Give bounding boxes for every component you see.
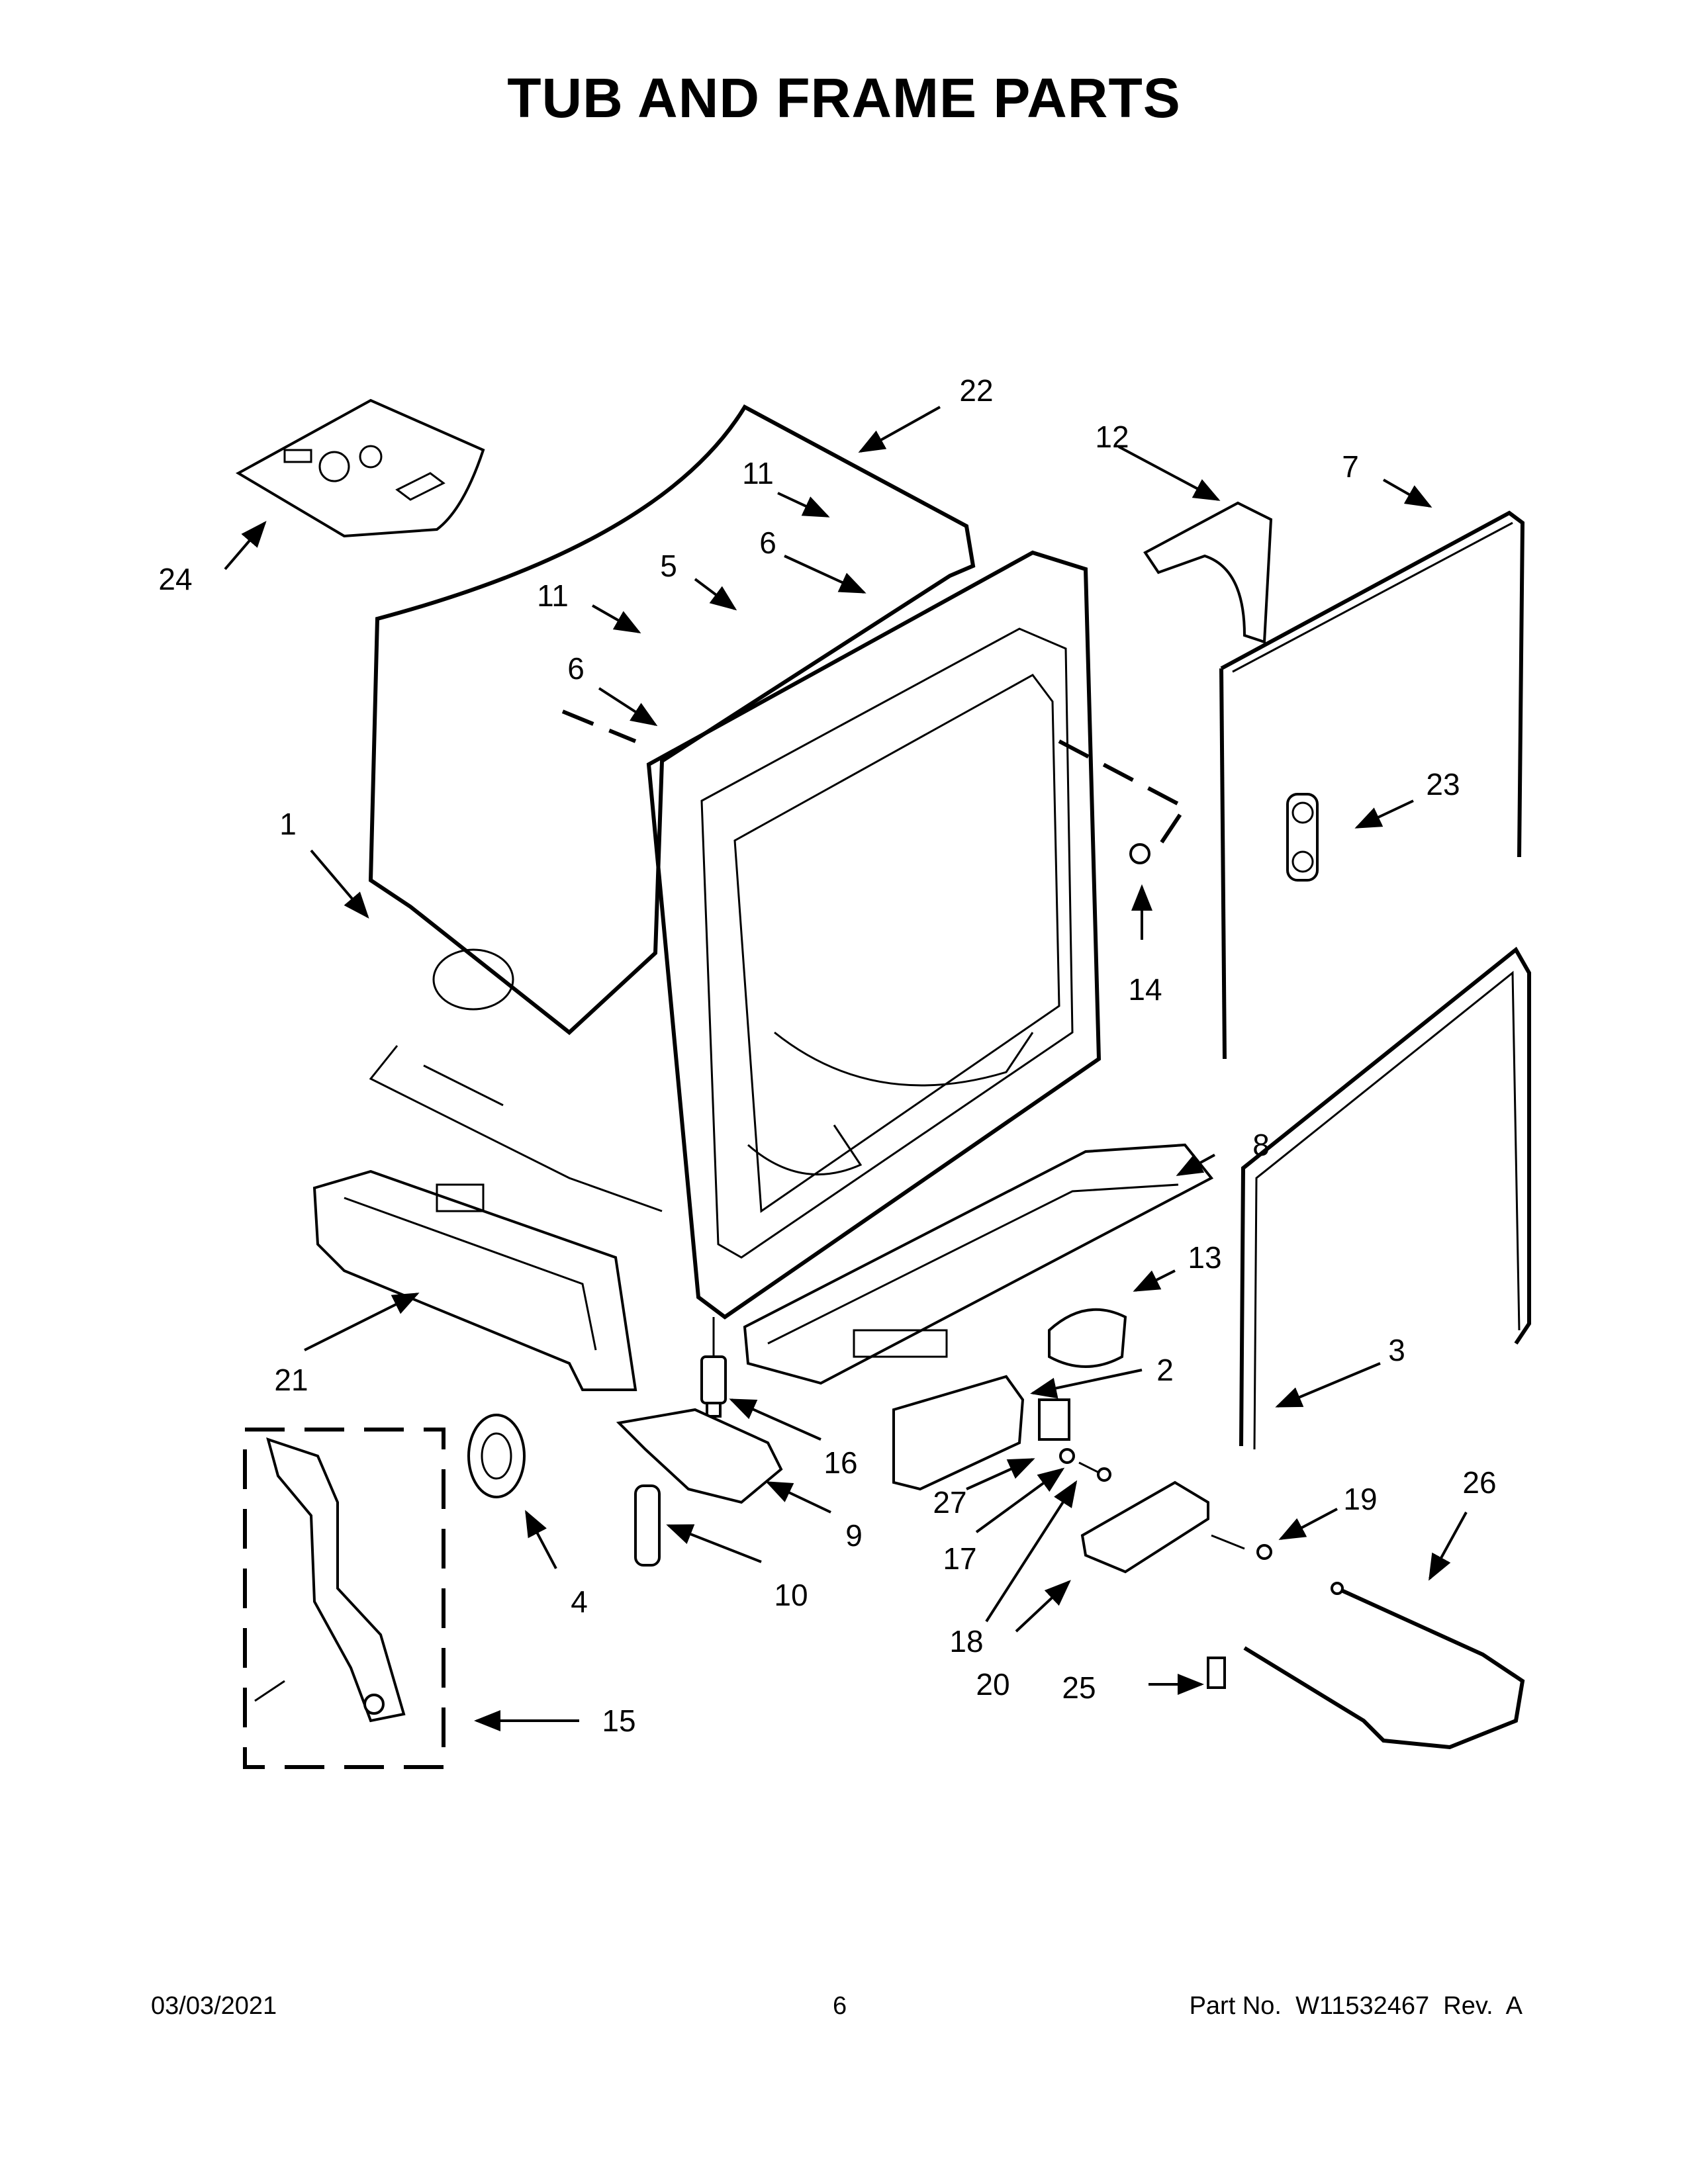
assembly-box-15 <box>243 1428 445 1769</box>
screw-19 <box>1256 1544 1272 1560</box>
base-8 <box>743 1143 1214 1385</box>
callout-3: 3 <box>1388 1333 1405 1367</box>
footer-date: 03/03/2021 <box>151 1992 277 2020</box>
callout-11-upper: 11 <box>742 456 774 490</box>
callout-16: 16 <box>823 1445 858 1480</box>
callout-23: 23 <box>1426 767 1460 801</box>
bracket-9 <box>616 1408 783 1504</box>
callout-12: 12 <box>1095 420 1129 454</box>
wire-harness-26 <box>1243 1586 1525 1750</box>
door-gasket-3 <box>1239 946 1531 1450</box>
callout-20: 20 <box>976 1667 1010 1702</box>
callout-7: 7 <box>1342 449 1359 484</box>
mount-13 <box>1048 1308 1127 1368</box>
callout-22: 22 <box>959 373 994 408</box>
callout-26: 26 <box>1462 1465 1497 1500</box>
leveling-leg-16 <box>700 1317 727 1418</box>
callout-14: 14 <box>1128 972 1162 1007</box>
hardware-bag <box>235 398 485 538</box>
callout-10: 10 <box>774 1578 808 1612</box>
callout-6-upper: 6 <box>759 525 776 560</box>
callout-15: 15 <box>602 1704 636 1738</box>
frame-bracket-12 <box>1143 501 1273 644</box>
front-frame-21 <box>312 1169 637 1391</box>
callout-19: 19 <box>1343 1482 1378 1516</box>
callout-6-lower: 6 <box>567 651 585 686</box>
callout-21: 21 <box>274 1363 308 1397</box>
footer-part-number: Part No. W11532467 Rev. A <box>1189 1992 1523 2020</box>
screw-18 <box>1078 1461 1100 1474</box>
callout-8: 8 <box>1252 1128 1270 1162</box>
callout-27: 27 <box>933 1485 967 1520</box>
footer-page-number: 6 <box>833 1992 847 2020</box>
callout-11-lower: 11 <box>537 578 569 613</box>
wheel-4 <box>467 1414 526 1498</box>
page-title: TUB AND FRAME PARTS <box>507 67 1181 129</box>
callout-4: 4 <box>571 1584 588 1619</box>
callout-18: 18 <box>949 1624 984 1659</box>
side-gasket-7 <box>1219 510 1525 1060</box>
tub-frame <box>369 550 1102 1320</box>
washer-17 <box>1059 1448 1075 1464</box>
callout-17: 17 <box>943 1541 977 1576</box>
callout-25: 25 <box>1062 1670 1096 1705</box>
spacer-25 <box>1207 1657 1226 1689</box>
callout-24: 24 <box>158 562 193 596</box>
callout-2: 2 <box>1156 1353 1174 1387</box>
plug-14 <box>1129 843 1150 864</box>
gasket-clip-23 <box>1286 793 1319 882</box>
callout-9: 9 <box>845 1518 863 1553</box>
callout-1: 1 <box>279 807 297 841</box>
tube-10 <box>634 1484 661 1567</box>
tub-insulation <box>368 404 976 1035</box>
callout-13: 13 <box>1188 1240 1222 1275</box>
callout-5: 5 <box>660 549 677 583</box>
bracket-2 <box>892 1375 1070 1491</box>
cover-20 <box>1080 1480 1209 1574</box>
